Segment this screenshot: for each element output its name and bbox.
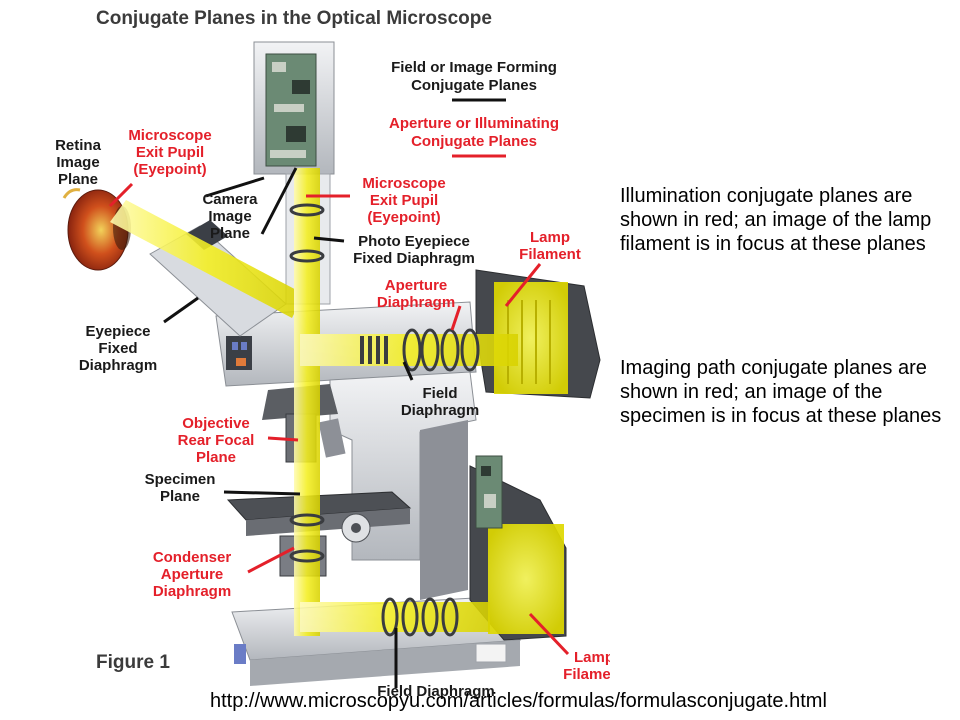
illumination-note: Illumination conjugate planes are shown … [620, 185, 932, 255]
eye-illustration [62, 188, 131, 271]
label-retina-2: Image [56, 154, 99, 171]
source-url: http://www.microscopyu.com/articles/form… [210, 690, 827, 712]
label-camera-1: Camera [202, 191, 258, 208]
label-objective-rear-2: Rear Focal [178, 432, 255, 449]
label-photo-eyepiece-1: Photo Eyepiece [358, 233, 470, 250]
legend-field-line1: Field or Image Forming [391, 59, 557, 76]
label-condenser-2: Aperture [161, 566, 224, 583]
lamp-glow-bottom [488, 524, 564, 634]
label-exit-pupil-left-1: Microscope [128, 127, 211, 144]
label-specimen-1: Specimen [145, 471, 216, 488]
legend-aperture-line2: Conjugate Planes [411, 133, 537, 150]
label-lamp-filament-bottom-1: Lamp [574, 649, 610, 666]
diaphragm-blades [360, 336, 388, 364]
label-exit-pupil-top-1: Microscope [362, 175, 445, 192]
label-objective-rear-3: Plane [196, 449, 236, 466]
figure-number: Figure 1 [96, 652, 170, 673]
label-eyepiece-fixed-3: Diaphragm [79, 357, 157, 374]
label-lamp-filament-top-1: Lamp [530, 229, 570, 246]
label-lamp-filament-top-2: Filament [519, 246, 581, 263]
leader-lines-red [108, 182, 570, 656]
label-field-diaphragm-bottom: Field Diaphragm [377, 683, 495, 700]
label-eyepiece-fixed-1: Eyepiece [85, 323, 150, 340]
imaging-note: Imaging path conjugate planes are shown … [620, 357, 942, 427]
label-condenser-3: Diaphragm [153, 583, 231, 600]
legend-aperture-line1: Aperture or Illuminating [389, 115, 559, 132]
label-retina-1: Retina [55, 137, 102, 154]
label-photo-eyepiece-2: Fixed Diaphragm [353, 250, 475, 267]
label-camera-3: Plane [210, 225, 250, 242]
microscope-figure: Conjugate Planes in the Optical Microsco… [55, 8, 610, 700]
label-exit-pupil-top-2: Exit Pupil [370, 192, 438, 209]
label-exit-pupil-top-3: (Eyepoint) [367, 209, 440, 226]
label-retina-3: Plane [58, 171, 98, 188]
light-path-eyepiece [110, 200, 304, 318]
light-path-vertical [294, 168, 320, 636]
label-exit-pupil-left-3: (Eyepoint) [133, 161, 206, 178]
label-field-diaphragm-mid-1: Field [422, 385, 457, 402]
label-lamp-filament-bottom-2: Filament [563, 666, 610, 683]
light-path-upper-horizontal [300, 334, 518, 366]
light-paths [110, 168, 518, 636]
label-eyepiece-fixed-2: Fixed [98, 340, 137, 357]
label-aperture-diaphragm-2: Diaphragm [377, 294, 455, 311]
label-exit-pupil-left-2: Exit Pupil [136, 144, 204, 161]
label-objective-rear-1: Objective [182, 415, 250, 432]
label-aperture-diaphragm-1: Aperture [385, 277, 448, 294]
base-block [475, 643, 507, 663]
lamp-circuit-board [475, 455, 503, 529]
legend-field-line2: Conjugate Planes [411, 77, 537, 94]
lens-elements [289, 203, 480, 637]
label-specimen-2: Plane [160, 488, 200, 505]
label-condenser-1: Condenser [153, 549, 232, 566]
label-field-diaphragm-mid-2: Diaphragm [401, 402, 479, 419]
label-camera-2: Image [208, 208, 251, 225]
figure-title: Conjugate Planes in the Optical Microsco… [96, 8, 492, 29]
leader-lines-black [163, 167, 414, 688]
